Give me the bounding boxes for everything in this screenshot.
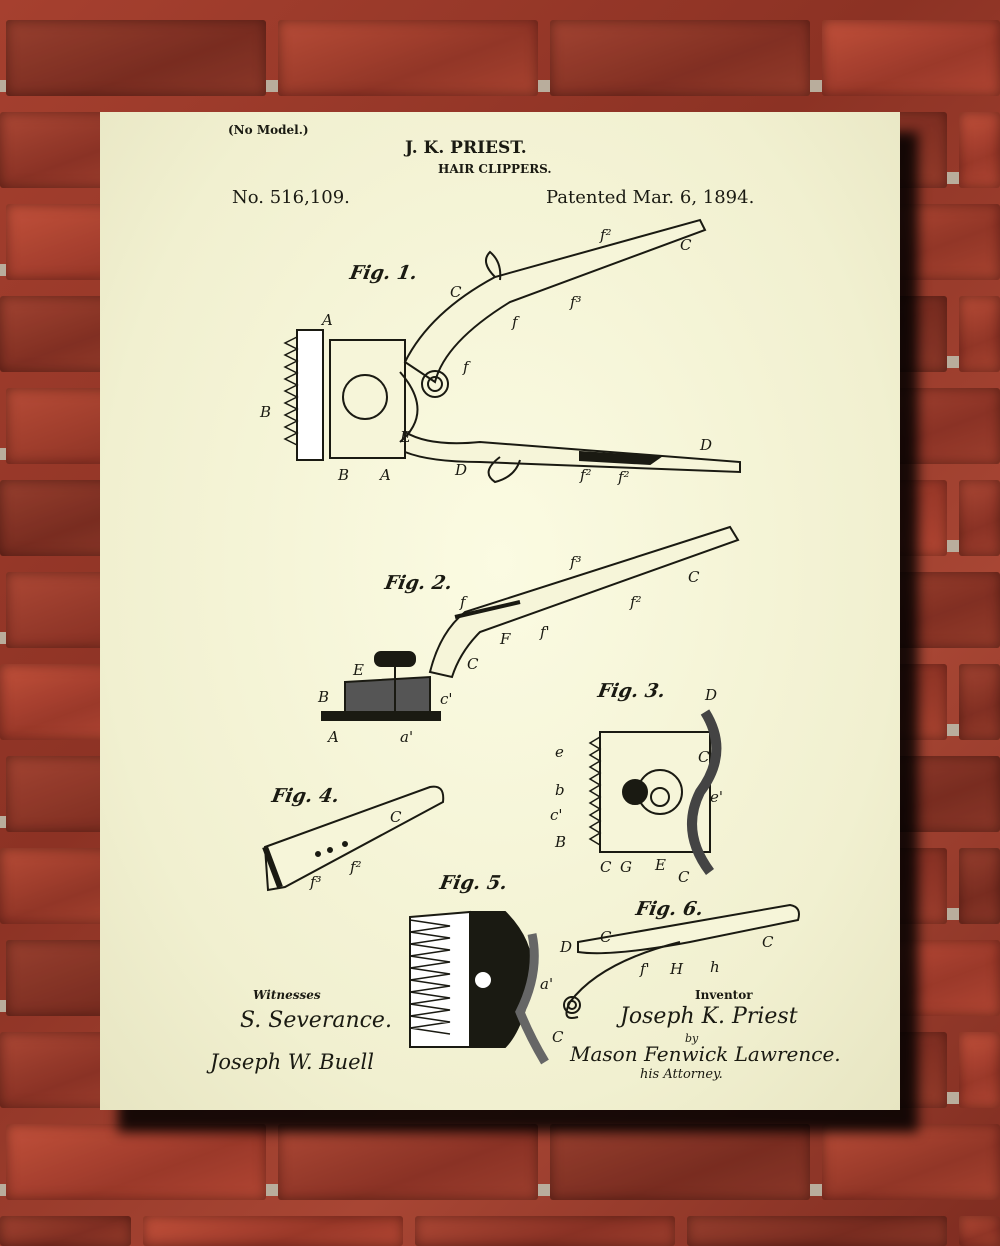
svg-text:A: A — [320, 311, 333, 329]
brick — [6, 20, 266, 96]
svg-text:A: A — [378, 466, 391, 484]
patent-number: No. 516,109. — [232, 187, 350, 208]
svg-text:D: D — [559, 938, 572, 956]
patent-title: HAIR CLIPPERS. — [438, 162, 552, 176]
svg-text:D: D — [699, 436, 712, 454]
fig-2-drawing — [321, 525, 740, 721]
brick — [959, 112, 1000, 188]
svg-text:B: B — [337, 466, 349, 484]
svg-text:C: C — [390, 808, 402, 826]
brick — [959, 848, 1000, 924]
svg-text:b: b — [555, 781, 565, 799]
witness-2-signature: Joseph W. Buell — [210, 1050, 374, 1074]
svg-text:c': c' — [440, 690, 453, 708]
svg-text:f²: f² — [599, 226, 612, 244]
svg-text:f³: f³ — [569, 553, 582, 571]
brick — [6, 1124, 266, 1200]
brick — [959, 480, 1000, 556]
patent-poster: (No Model.) J. K. PRIEST. HAIR CLIPPERS.… — [100, 112, 900, 1110]
svg-text:E: E — [399, 428, 411, 446]
fig-4-drawing — [262, 785, 445, 892]
brick — [0, 1216, 131, 1246]
witnesses-label: Witnesses — [253, 988, 321, 1002]
svg-text:B: B — [259, 403, 271, 421]
by-label: by — [685, 1032, 699, 1045]
brick — [959, 296, 1000, 372]
svg-text:H: H — [669, 960, 684, 978]
inventor-signature: Joseph K. Priest — [620, 1004, 798, 1029]
svg-text:f': f' — [639, 960, 650, 978]
svg-text:f³: f³ — [569, 293, 582, 311]
attorney-signature: Mason Fenwick Lawrence. — [570, 1042, 841, 1066]
fig-1-drawing — [283, 218, 741, 484]
svg-text:f²: f² — [629, 593, 642, 611]
brick — [278, 1124, 538, 1200]
attorney-label: his Attorney. — [640, 1067, 723, 1082]
svg-text:A: A — [326, 728, 339, 746]
brick — [959, 1032, 1000, 1108]
svg-text:a': a' — [400, 728, 413, 746]
svg-text:C: C — [600, 858, 612, 876]
svg-text:E: E — [654, 856, 666, 874]
svg-text:f²: f² — [579, 466, 592, 484]
svg-text:f: f — [462, 358, 471, 376]
svg-text:a': a' — [540, 975, 553, 993]
svg-text:C: C — [688, 568, 700, 586]
brick — [550, 1124, 810, 1200]
witness-1-signature: S. Severance. — [240, 1008, 392, 1033]
svg-text:C: C — [680, 236, 692, 254]
svg-text:f: f — [511, 313, 520, 331]
inventor-label: Inventor — [695, 988, 753, 1002]
svg-text:C: C — [678, 868, 690, 886]
svg-text:D: D — [704, 686, 717, 704]
brick — [143, 1216, 403, 1246]
brick — [550, 20, 810, 96]
brick — [415, 1216, 675, 1246]
svg-text:B: B — [554, 833, 566, 851]
brick — [959, 664, 1000, 740]
fig-6-drawing — [563, 903, 800, 1019]
svg-text:h: h — [710, 958, 720, 976]
svg-text:D: D — [454, 461, 467, 479]
svg-text:C: C — [762, 933, 774, 951]
svg-text:F: F — [499, 630, 511, 648]
svg-text:C: C — [467, 655, 479, 673]
brick — [687, 1216, 947, 1246]
model-note: (No Model.) — [228, 123, 309, 137]
brick — [959, 1216, 1000, 1246]
svg-text:c': c' — [550, 806, 563, 824]
svg-text:e': e' — [710, 788, 723, 806]
brick — [822, 1124, 1000, 1200]
svg-text:C: C — [600, 928, 612, 946]
svg-text:f³: f³ — [309, 873, 322, 891]
svg-text:e: e — [555, 743, 564, 761]
svg-text:G: G — [620, 858, 632, 876]
patent-date: Patented Mar. 6, 1894. — [546, 187, 755, 208]
svg-text:C: C — [552, 1028, 564, 1046]
svg-text:C: C — [698, 748, 710, 766]
svg-text:f: f — [459, 593, 468, 611]
fig-5-drawing — [409, 910, 549, 1065]
brick — [278, 20, 538, 96]
svg-text:f': f' — [539, 623, 550, 641]
inventor-name: J. K. PRIEST. — [405, 138, 527, 158]
svg-text:C: C — [450, 283, 462, 301]
svg-text:f²: f² — [617, 468, 630, 486]
svg-text:f²: f² — [349, 858, 362, 876]
svg-text:E: E — [352, 661, 364, 679]
fig-3-drawing — [588, 709, 722, 875]
brick — [822, 20, 1000, 96]
svg-text:B: B — [317, 688, 329, 706]
